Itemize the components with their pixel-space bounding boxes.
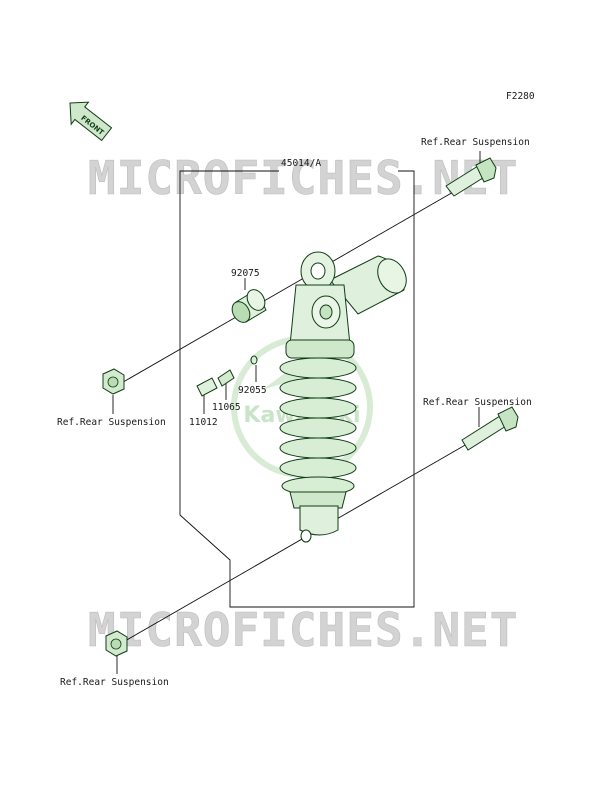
label-ref-bottom-left: Ref.Rear Suspension [60,677,169,688]
front-arrow-icon: FRONT [69,101,113,142]
label-part-92055: 92055 [238,385,267,396]
valve-11012 [196,377,218,397]
nut-bottom-left [105,630,128,657]
assembly-number: 45014/A [281,158,321,169]
label-part-92075: 92075 [231,268,260,279]
label-ref-top-right: Ref.Rear Suspension [421,137,530,148]
label-part-11012: 11012 [189,417,218,428]
top-bolt [445,157,497,197]
figure-code: F2280 [506,91,535,102]
watermark-text-bottom: MICROFICHES.NET [88,603,518,657]
watermark-text-top: MICROFICHES.NET [88,151,518,205]
label-part-11065: 11065 [212,402,241,413]
bottom-bolt [461,406,519,451]
bottom-bolt-axis [117,443,468,646]
label-ref-mid-right: Ref.Rear Suspension [423,397,532,408]
assembly-bracket [179,170,415,608]
valve-11065 [217,369,235,387]
nut-left [102,368,125,395]
shock-absorber [279,251,407,543]
spring-coils [279,357,357,496]
assembly-bracket-top [179,170,279,193]
collar-92075 [231,289,267,323]
watermark-top: MICROFICHES.NET [88,151,518,206]
top-bolt-axis [117,190,456,386]
oring-92055 [250,355,258,365]
watermark-bottom: MICROFICHES.NET [88,603,518,658]
label-ref-left: Ref.Rear Suspension [57,417,166,428]
